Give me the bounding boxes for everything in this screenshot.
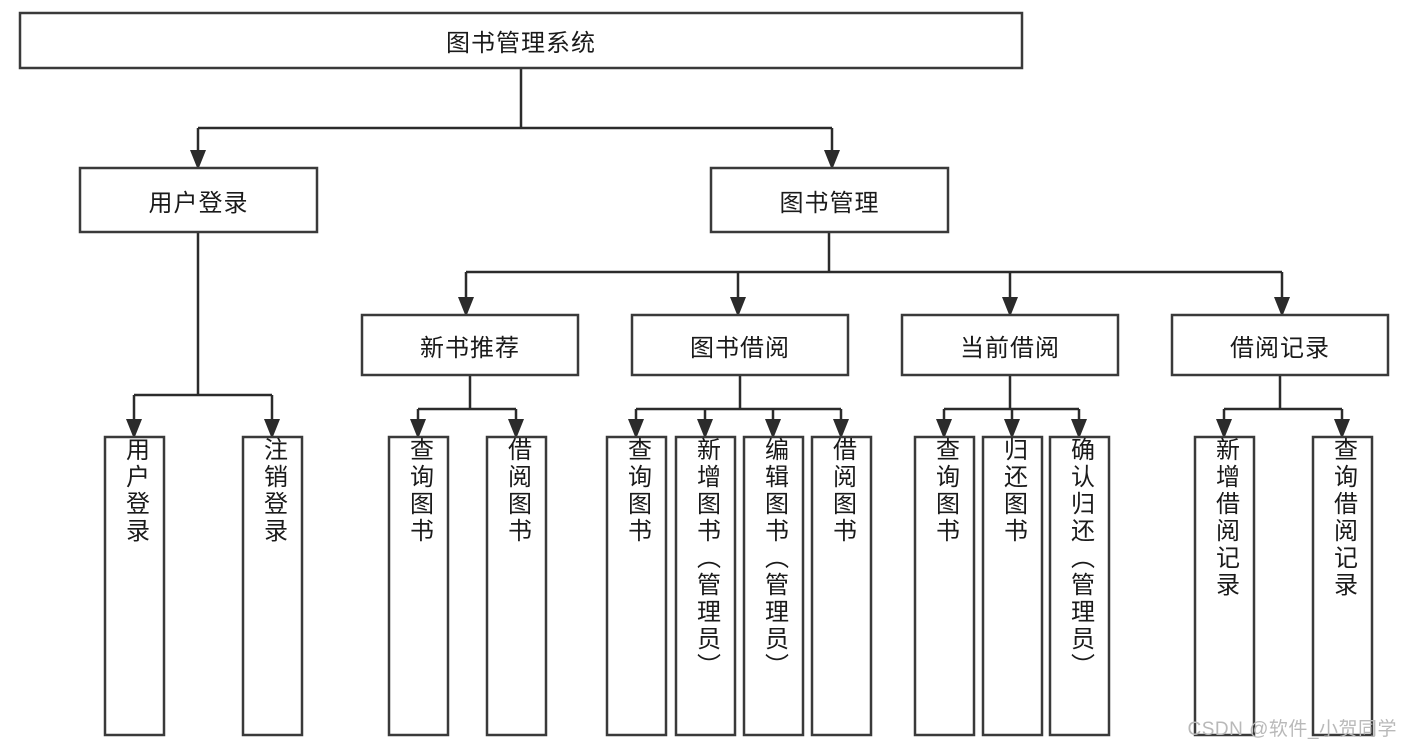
- node-level2-book-management[interactable]: [709, 166, 950, 234]
- node-level2-user-login[interactable]: [78, 166, 319, 234]
- node-leaf-10[interactable]: [1048, 435, 1111, 737]
- arrow-heads: [126, 150, 1350, 439]
- node-leaf-9[interactable]: [981, 435, 1044, 737]
- node-level3-borrow-record[interactable]: [1170, 313, 1390, 377]
- connectors-level2-to-level3: [132, 232, 1284, 421]
- node-level3-new-book-recommend[interactable]: [360, 313, 580, 377]
- node-leaf-12[interactable]: [1311, 435, 1374, 737]
- node-leaf-6[interactable]: [742, 435, 805, 737]
- node-leaf-0[interactable]: [103, 435, 166, 737]
- node-level3-current-borrow[interactable]: [900, 313, 1120, 377]
- node-level3-book-borrow[interactable]: [630, 313, 850, 377]
- node-leaf-5[interactable]: [674, 435, 737, 737]
- node-leaf-3[interactable]: [485, 435, 548, 737]
- connectors-root-to-level2: [196, 68, 834, 152]
- node-leaf-11[interactable]: [1193, 435, 1256, 737]
- node-leaf-8[interactable]: [913, 435, 976, 737]
- node-leaf-2[interactable]: [387, 435, 450, 737]
- node-leaf-7[interactable]: [810, 435, 873, 737]
- node-root[interactable]: [18, 11, 1024, 70]
- connectors-level3-to-leaves: [416, 375, 1344, 421]
- csdn-watermark: CSDN @软件_小贺同学: [1187, 719, 1397, 740]
- node-leaf-1[interactable]: [241, 435, 304, 737]
- node-leaf-4[interactable]: [605, 435, 668, 737]
